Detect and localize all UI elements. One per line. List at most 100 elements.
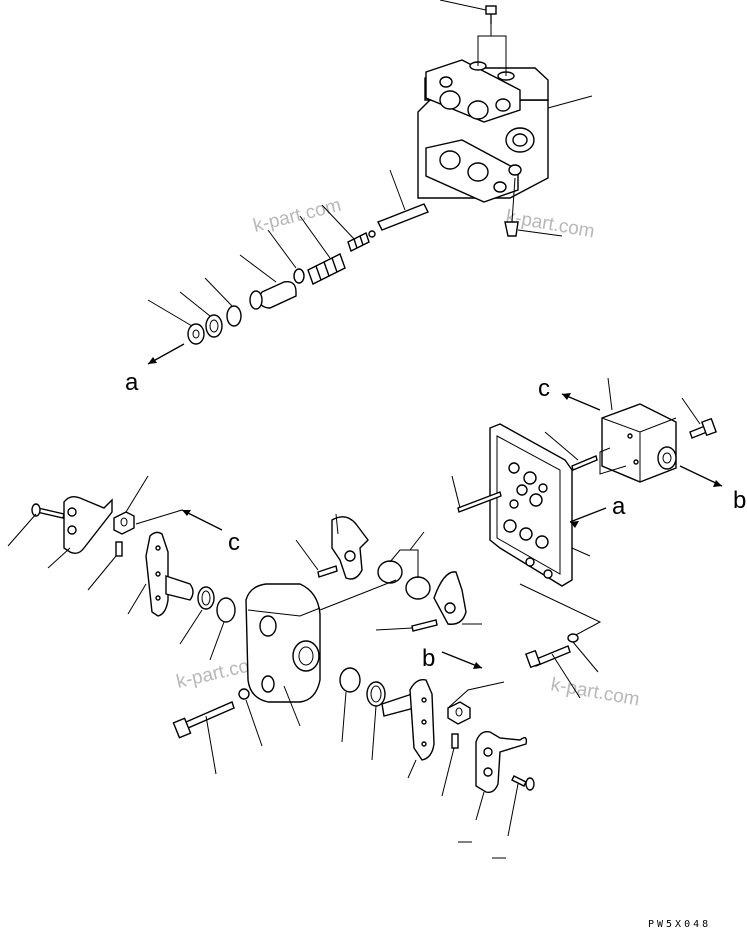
callout-a-top: a [125,369,139,396]
bushing [216,597,236,623]
lever-arm-hole [421,741,427,747]
leader-line [47,547,71,569]
leader-line [681,397,701,425]
port-hole [439,150,461,170]
leader-bracket [389,549,419,578]
cam-bushing [377,560,403,584]
side-plug [508,164,522,176]
leader-line [511,177,516,223]
outer-spring [307,253,346,285]
right-cover-assembly: c b a [451,375,746,699]
leader-line [283,685,301,727]
flange-hole [495,98,511,112]
cam-hole [344,550,356,562]
leader-line [409,531,425,551]
arrowhead [182,510,191,516]
callout-a-right: a [612,493,626,520]
lever-shaft [165,575,194,601]
leader-line [7,513,37,547]
leader-line [295,539,319,571]
gasket-hole [519,527,533,541]
leader-line [127,583,147,615]
leader-line [547,95,593,109]
leader-line [319,579,397,611]
gasket-inner-edge [496,435,561,575]
leader-bracket [477,35,507,76]
case-body [245,583,321,703]
leader-line [245,699,263,747]
watermark-1: k-part.com [251,195,343,237]
leader-line [205,715,217,775]
leader-line [371,705,377,761]
case-bore [261,675,275,693]
leader-line [179,609,203,645]
leader-line [551,653,581,699]
lever-arm-hole [421,697,427,703]
cam-hole [444,602,456,614]
lever-hole [67,525,77,535]
cap-hole [633,459,639,465]
port-hole [467,162,489,182]
leader-line [239,254,277,283]
leader-line [607,377,613,411]
arrowhead [562,393,571,400]
cap-hole [627,433,633,439]
cap-bolt-head [701,417,717,437]
case-bolt [185,701,235,729]
leader-line [475,791,485,821]
leader-line [335,513,339,535]
leader-bracket [599,447,627,475]
leader-bracket [447,681,505,709]
washer [187,323,205,345]
leader-line [407,759,417,779]
dowel-pin [571,455,598,471]
top-screw-head [485,5,497,15]
dowel-pin [457,491,502,513]
leader-line [147,299,193,327]
pivot-block [113,511,135,535]
cam-pin [411,619,438,632]
leader-line [321,204,356,241]
callout-b-mid: b [422,645,435,672]
leader-line [572,641,599,673]
case-snap-ring-bore [370,685,382,703]
snap-ring-bore [201,590,211,606]
callout-c-right: c [538,375,550,402]
gasket-hole [525,557,535,567]
cover-washer [567,633,579,643]
leader-line [135,509,183,525]
cam-bushing [405,576,431,600]
arrow-a-right [569,507,607,523]
leader-line [204,277,233,307]
leader-line [209,621,225,661]
lever-hole [67,507,77,517]
gasket-hole [523,471,537,485]
flange-hole [493,181,507,193]
gasket-hole [503,519,517,533]
lever-arm-right [409,679,435,761]
leader-line [267,229,297,269]
case-bolt-head [172,717,192,739]
leader-line [179,291,211,317]
lever-screw-head [31,503,41,517]
o-ring [226,305,242,327]
leader-line [517,229,563,237]
pivot-block-hole [120,517,128,527]
lever-arm-hole [421,719,427,725]
cam-pin [317,565,338,578]
leader-line [389,169,406,211]
lever-hole [483,767,493,777]
center-case-assembly [172,513,482,775]
small-ring [368,230,376,238]
lock-nut [205,314,223,338]
cover-bolt-head [525,649,541,669]
gasket-hole [516,484,528,496]
pivot-block-hole [455,707,463,717]
gasket-hole [509,499,519,509]
leader-line [544,431,579,461]
spring-pin [115,541,123,557]
leader-line [341,691,347,743]
port-hole [439,90,461,110]
case-washer [238,688,250,700]
